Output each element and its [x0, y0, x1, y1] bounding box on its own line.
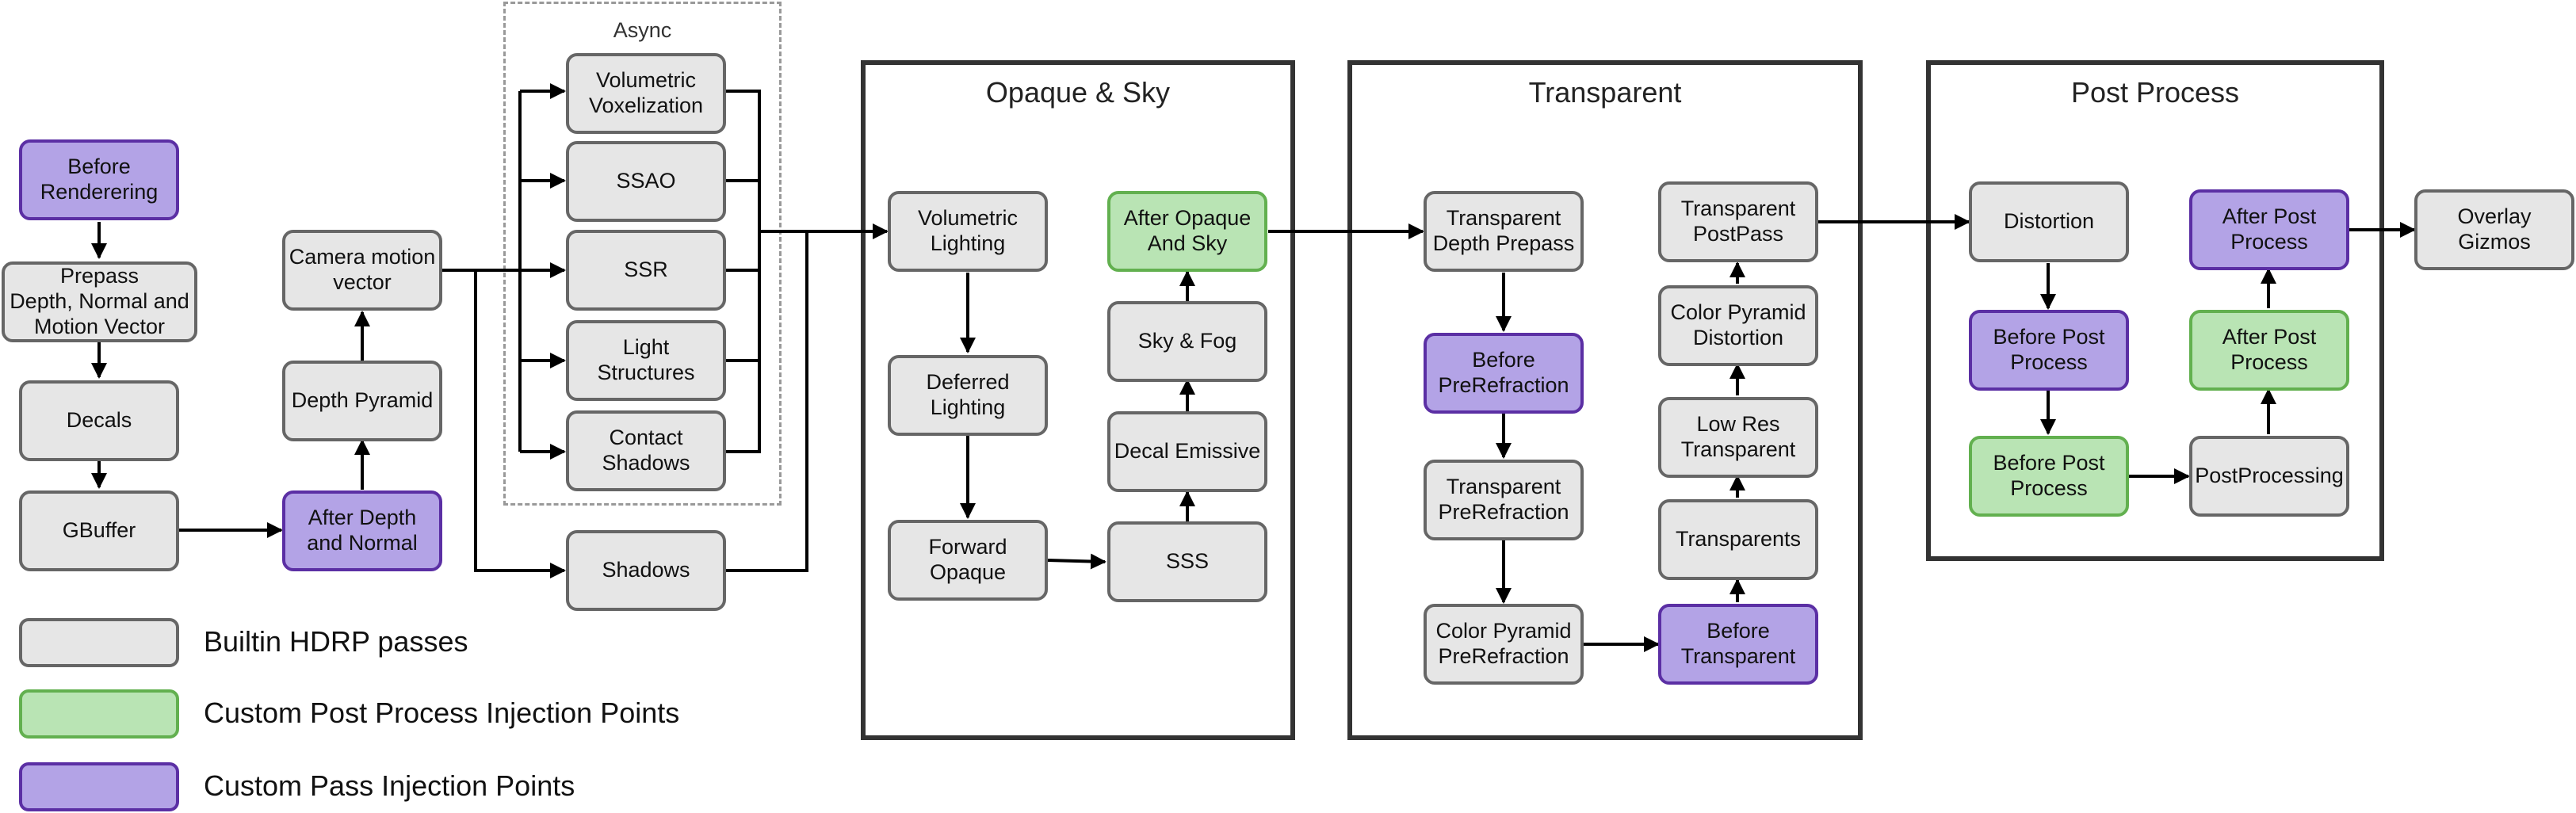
- node-postprocessing: PostProcessing: [2189, 436, 2349, 517]
- async-group-title: Async: [613, 18, 672, 42]
- edge-forward-to-sss: [1047, 553, 1106, 570]
- async-group: Async: [503, 2, 782, 506]
- node-overlay-gizmos: Overlay Gizmos: [2414, 189, 2574, 270]
- node-prepass: Prepass Depth, Normal and Motion Vector: [2, 261, 197, 342]
- node-after-post-process-green: After Post Process: [2189, 310, 2349, 391]
- post-process-group: Post Process: [1926, 60, 2384, 561]
- opaque-sky-group: Opaque & Sky: [861, 60, 1295, 740]
- edge-to-shadows: [474, 270, 566, 578]
- node-sky-fog: Sky & Fog: [1107, 301, 1267, 382]
- node-transparent-prerefraction: Transparent PreRefraction: [1424, 460, 1584, 540]
- node-ssr: SSR: [566, 230, 726, 311]
- legend-label-builtin: Builtin HDRP passes: [204, 625, 468, 658]
- node-low-res-transparent: Low Res Transparent: [1658, 397, 1818, 478]
- legend-swatch-builtin: [19, 618, 179, 667]
- transparent-group: Transparent: [1347, 60, 1863, 740]
- node-after-depth-normal: After Depth and Normal: [282, 490, 442, 571]
- edge-merge-shadows: [726, 231, 808, 572]
- node-shadows: Shadows: [566, 530, 726, 611]
- node-deferred-lighting: Deferred Lighting: [888, 355, 1048, 436]
- node-color-pyramid-distortion: Color Pyramid Distortion: [1658, 285, 1818, 366]
- node-contact-shadows: Contact Shadows: [566, 410, 726, 491]
- node-after-post-process-purple: After Post Process: [2189, 189, 2349, 270]
- node-light-structures: Light Structures: [566, 320, 726, 401]
- node-ssao: SSAO: [566, 141, 726, 222]
- node-camera-motion-vector: Camera motion vector: [282, 230, 442, 311]
- node-volumetric-voxelization: Volumetric Voxelization: [566, 53, 726, 134]
- node-before-rendering: Before Renderering: [19, 139, 179, 220]
- node-decals: Decals: [19, 380, 179, 461]
- post-process-group-title: Post Process: [2070, 76, 2240, 109]
- opaque-sky-group-title: Opaque & Sky: [985, 76, 1171, 109]
- node-distortion: Distortion: [1969, 181, 2129, 262]
- node-transparent-depth-prepass: Transparent Depth Prepass: [1424, 191, 1584, 272]
- node-before-prerefraction: Before PreRefraction: [1424, 333, 1584, 414]
- node-sss: SSS: [1107, 521, 1267, 602]
- node-after-opaque-sky: After Opaque And Sky: [1107, 191, 1267, 272]
- transparent-group-title: Transparent: [1528, 76, 1682, 109]
- node-transparents: Transparents: [1658, 499, 1818, 580]
- legend-swatch-custom-pass: [19, 762, 179, 811]
- node-color-pyramid-prerefraction: Color Pyramid PreRefraction: [1424, 604, 1584, 685]
- node-before-post-process-green: Before Post Process: [1969, 436, 2129, 517]
- node-depth-pyramid: Depth Pyramid: [282, 361, 442, 441]
- node-forward-opaque: Forward Opaque: [888, 520, 1048, 601]
- node-volumetric-lighting: Volumetric Lighting: [888, 191, 1048, 272]
- node-gbuffer: GBuffer: [19, 490, 179, 571]
- node-before-transparent: Before Transparent: [1658, 604, 1818, 685]
- legend-label-custom-pass: Custom Pass Injection Points: [204, 769, 575, 802]
- legend-swatch-custom-post: [19, 689, 179, 739]
- node-decal-emissive: Decal Emissive: [1107, 411, 1267, 492]
- node-transparent-postpass: Transparent PostPass: [1658, 181, 1818, 262]
- node-before-post-process-purple: Before Post Process: [1969, 310, 2129, 391]
- legend-label-custom-post: Custom Post Process Injection Points: [204, 697, 680, 729]
